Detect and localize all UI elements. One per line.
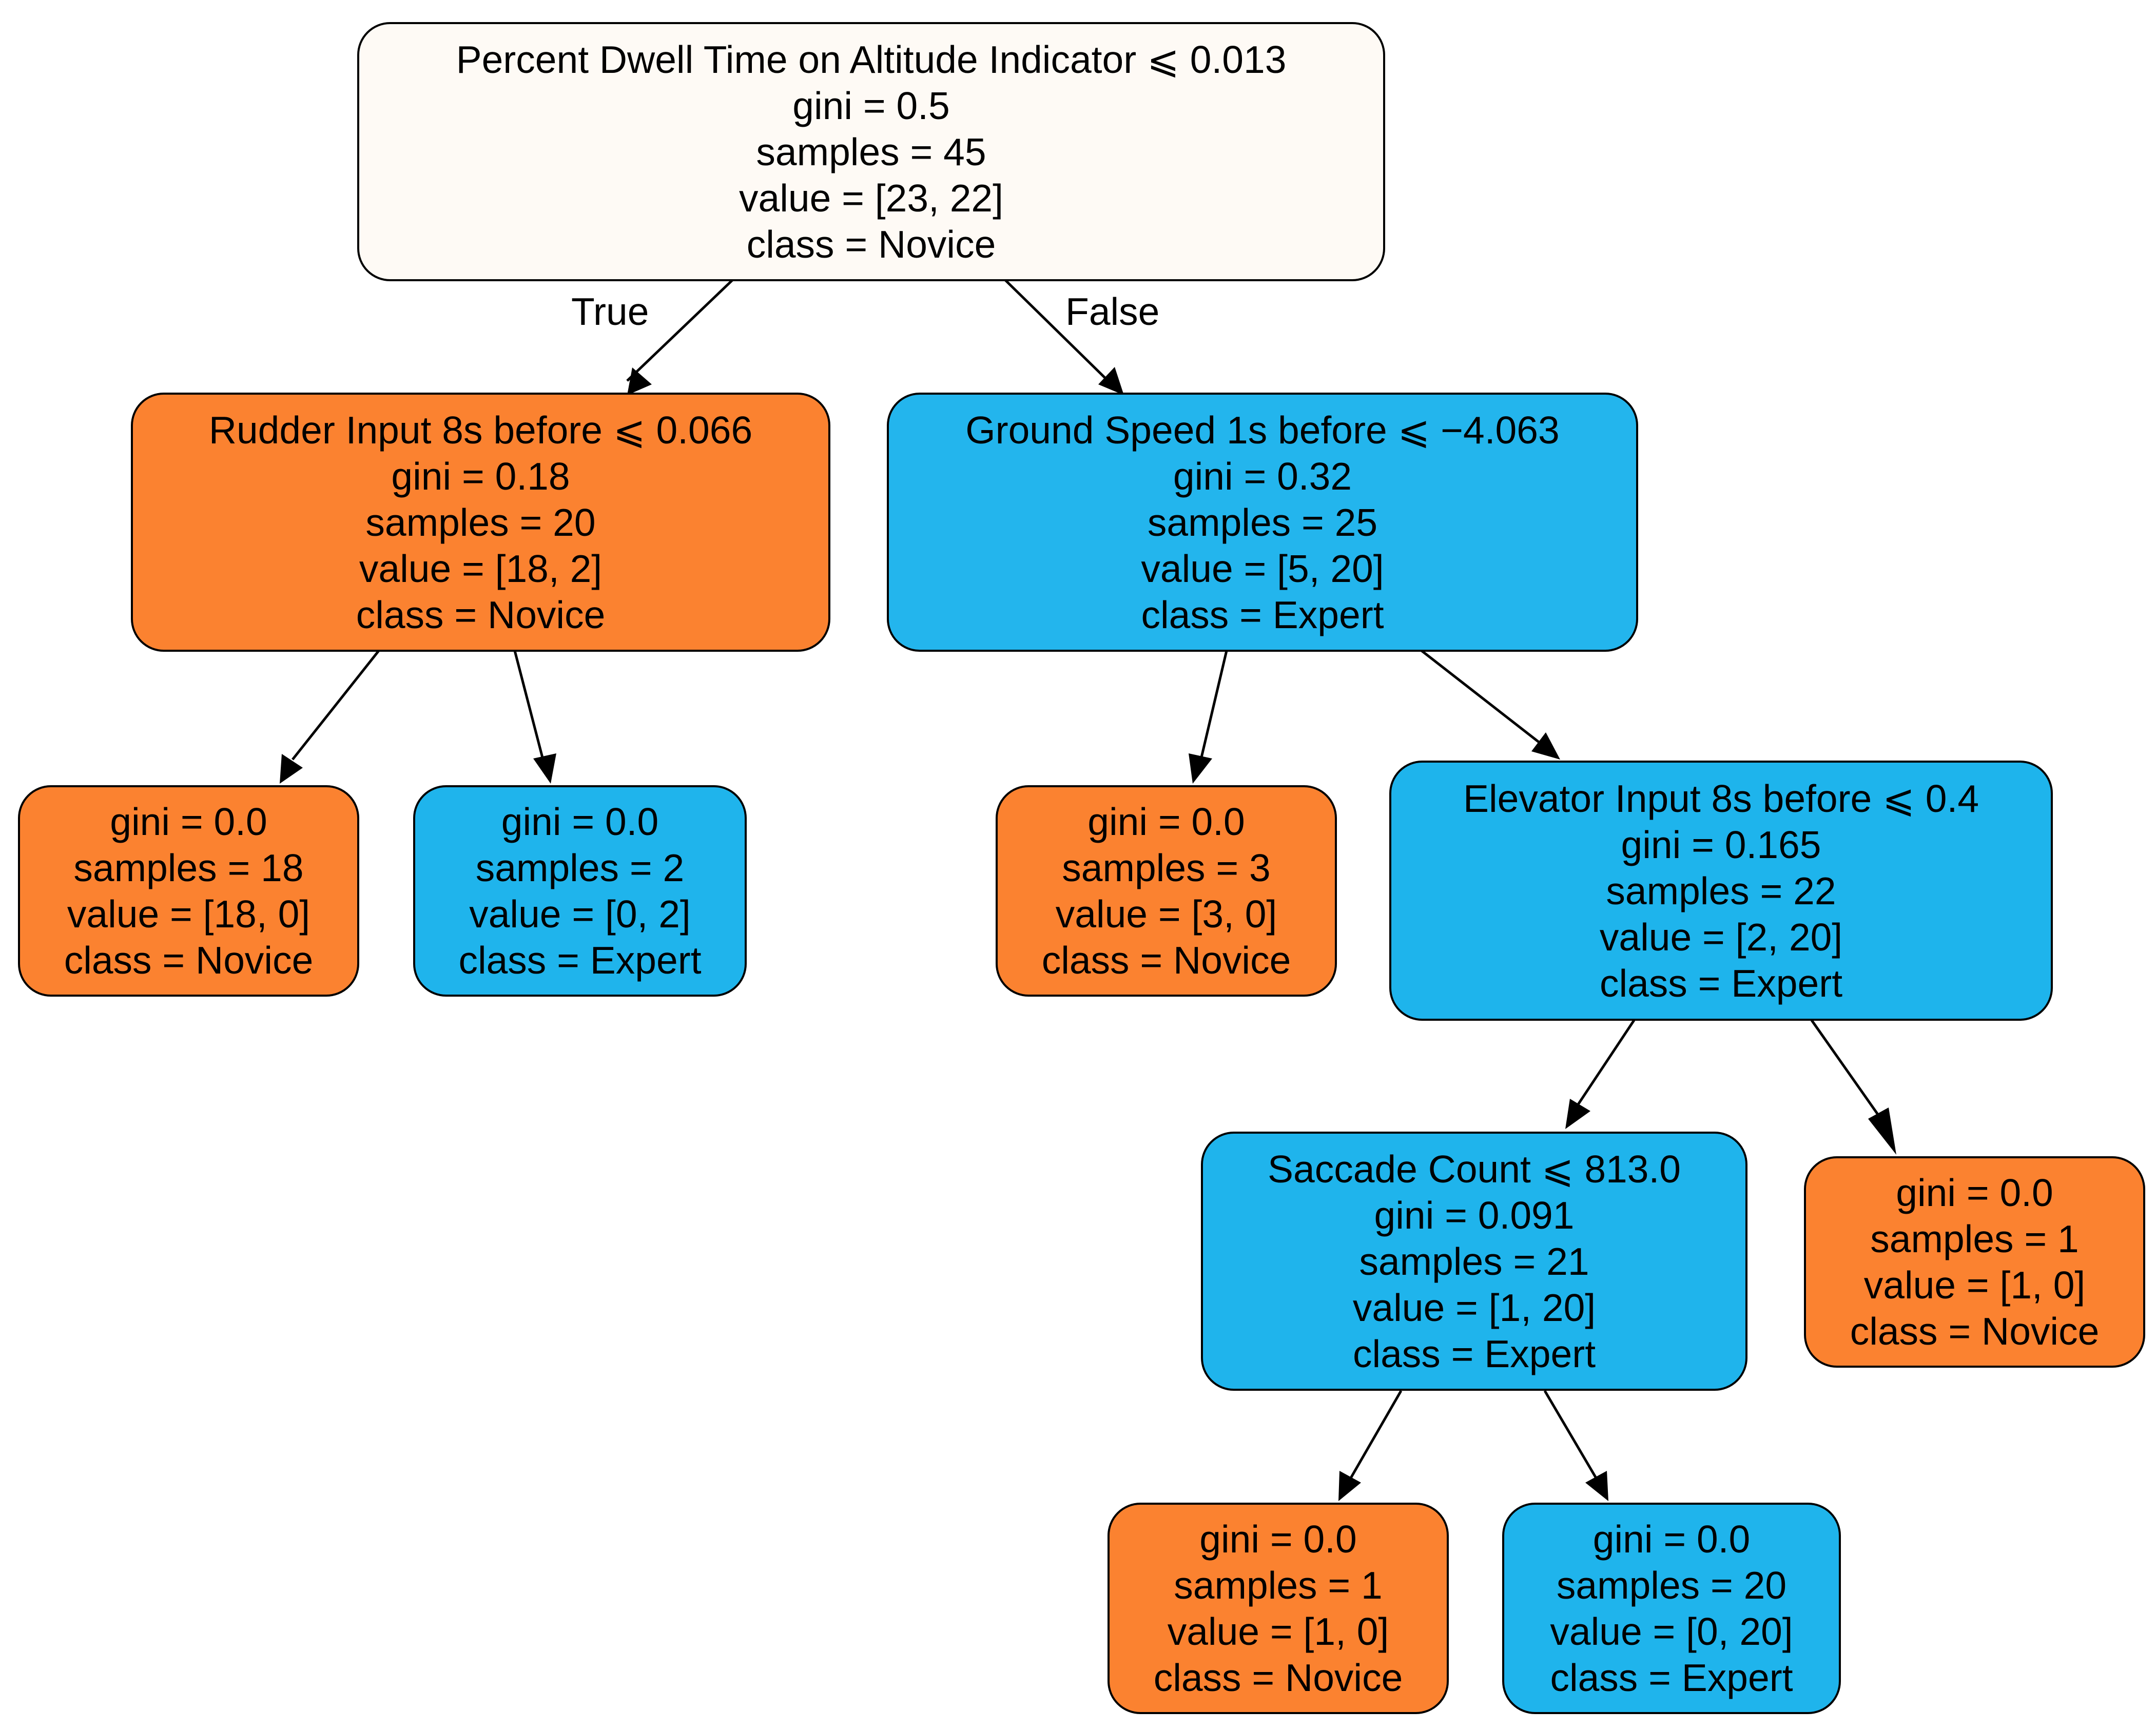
node-gini: gini = 0.0	[1199, 1518, 1357, 1561]
node-class: class = Novice	[1041, 939, 1291, 982]
node-gini: gini = 0.18	[391, 454, 570, 498]
leaf-novice-3: gini = 0.0 samples = 3 value = [3, 0] cl…	[996, 785, 1337, 997]
node-class: class = Novice	[1850, 1310, 2100, 1353]
node-class: class = Novice	[356, 593, 606, 636]
node-class: class = Expert	[1550, 1656, 1793, 1699]
node-elevator-input: Elevator Input 8s before ⩽ 0.4 gini = 0.…	[1389, 761, 2053, 1021]
node-gini: gini = 0.0	[110, 800, 267, 843]
node-value: value = [0, 2]	[469, 892, 691, 936]
node-gini: gini = 0.0	[1592, 1518, 1751, 1561]
arrowhead-root-n1	[627, 367, 652, 395]
node-gini: gini = 0.0	[1896, 1171, 2053, 1214]
arrowhead-n2-n4	[1531, 732, 1560, 760]
edge-n2-l3	[1199, 650, 1228, 760]
node-samples: samples = 18	[73, 846, 304, 889]
edge-n1-l2	[513, 650, 545, 760]
node-value: value = [2, 20]	[1599, 915, 1843, 959]
root-node: Percent Dwell Time on Altitude Indicator…	[357, 22, 1385, 281]
node-split: Elevator Input 8s before ⩽ 0.4	[1463, 776, 1979, 820]
arrowhead-n5-l6	[1585, 1471, 1608, 1501]
edge-n5-l5	[1349, 1390, 1403, 1479]
edge-label-true: True	[571, 290, 649, 333]
node-gini: gini = 0.165	[1621, 823, 1821, 866]
node-class: class = Expert	[458, 939, 702, 982]
edge-root-n1	[626, 279, 734, 382]
edge-n5-l6	[1543, 1390, 1598, 1479]
node-samples: samples = 1	[1174, 1564, 1383, 1607]
node-samples: samples = 3	[1062, 846, 1271, 889]
leaf-novice-1-right: gini = 0.0 samples = 1 value = [1, 0] cl…	[1804, 1156, 2145, 1368]
leaf-expert-2: gini = 0.0 samples = 2 value = [0, 2] cl…	[413, 785, 747, 997]
node-gini: gini = 0.32	[1173, 454, 1352, 498]
node-split: Ground Speed 1s before ⩽ −4.063	[965, 408, 1560, 452]
node-value: value = [0, 20]	[1550, 1610, 1793, 1653]
node-class: class = Novice	[64, 939, 314, 982]
node-samples: samples = 1	[1870, 1217, 2079, 1260]
arrowhead-n5-l5	[1338, 1471, 1361, 1501]
node-value: value = [3, 0]	[1055, 892, 1277, 936]
node-split: Rudder Input 8s before ⩽ 0.066	[208, 408, 753, 452]
node-samples: samples = 2	[475, 846, 685, 889]
leaf-novice-1-bottom: gini = 0.0 samples = 1 value = [1, 0] cl…	[1108, 1503, 1449, 1714]
node-ground-speed: Ground Speed 1s before ⩽ −4.063 gini = 0…	[887, 393, 1638, 652]
arrowhead-n1-l1	[280, 754, 303, 784]
arrowhead-n4-n5	[1565, 1099, 1590, 1129]
edge-n2-n4	[1421, 650, 1546, 748]
node-class: class = Novice	[1153, 1656, 1403, 1699]
edge-label-false: False	[1065, 290, 1160, 333]
leaf-expert-20: gini = 0.0 samples = 20 value = [0, 20] …	[1502, 1503, 1841, 1714]
node-gini: gini = 0.0	[501, 800, 659, 843]
node-value: value = [5, 20]	[1141, 547, 1384, 590]
node-value: value = [18, 2]	[359, 547, 603, 590]
node-value: value = [1, 20]	[1352, 1286, 1596, 1329]
arrowhead-n1-l2	[533, 753, 556, 784]
node-value: value = [1, 0]	[1863, 1264, 2086, 1307]
edge-n4-l4	[1810, 1019, 1882, 1120]
node-class: class = Novice	[746, 222, 996, 266]
node-value: value = [23, 22]	[739, 176, 1003, 220]
node-samples: samples = 25	[1147, 500, 1378, 544]
node-samples: samples = 21	[1359, 1239, 1589, 1283]
node-gini: gini = 0.0	[1087, 800, 1245, 843]
node-value: value = [1, 0]	[1167, 1610, 1389, 1653]
edge-root-n2	[1004, 279, 1109, 382]
node-value: value = [18, 0]	[67, 892, 310, 936]
node-samples: samples = 22	[1606, 869, 1836, 912]
node-class: class = Expert	[1599, 961, 1843, 1005]
arrowhead-n4-l4	[1868, 1107, 1896, 1155]
edge-n4-n5	[1577, 1019, 1636, 1105]
arrowhead-root-n2	[1098, 367, 1124, 395]
node-samples: samples = 20	[1556, 1564, 1787, 1607]
arrowhead-n2-l3	[1189, 753, 1212, 784]
node-split: Saccade Count ⩽ 813.0	[1267, 1147, 1681, 1191]
node-class: class = Expert	[1141, 593, 1384, 636]
node-split: Percent Dwell Time on Altitude Indicator…	[456, 37, 1287, 81]
node-gini: gini = 0.5	[792, 84, 950, 127]
node-samples: samples = 45	[756, 130, 986, 173]
edge-n1-l1	[292, 650, 380, 761]
node-gini: gini = 0.091	[1374, 1193, 1575, 1237]
node-rudder-input: Rudder Input 8s before ⩽ 0.066 gini = 0.…	[131, 393, 830, 652]
node-saccade-count: Saccade Count ⩽ 813.0 gini = 0.091 sampl…	[1201, 1132, 1747, 1391]
leaf-novice-18: gini = 0.0 samples = 18 value = [18, 0] …	[18, 785, 359, 997]
node-class: class = Expert	[1352, 1332, 1596, 1375]
node-samples: samples = 20	[365, 500, 596, 544]
